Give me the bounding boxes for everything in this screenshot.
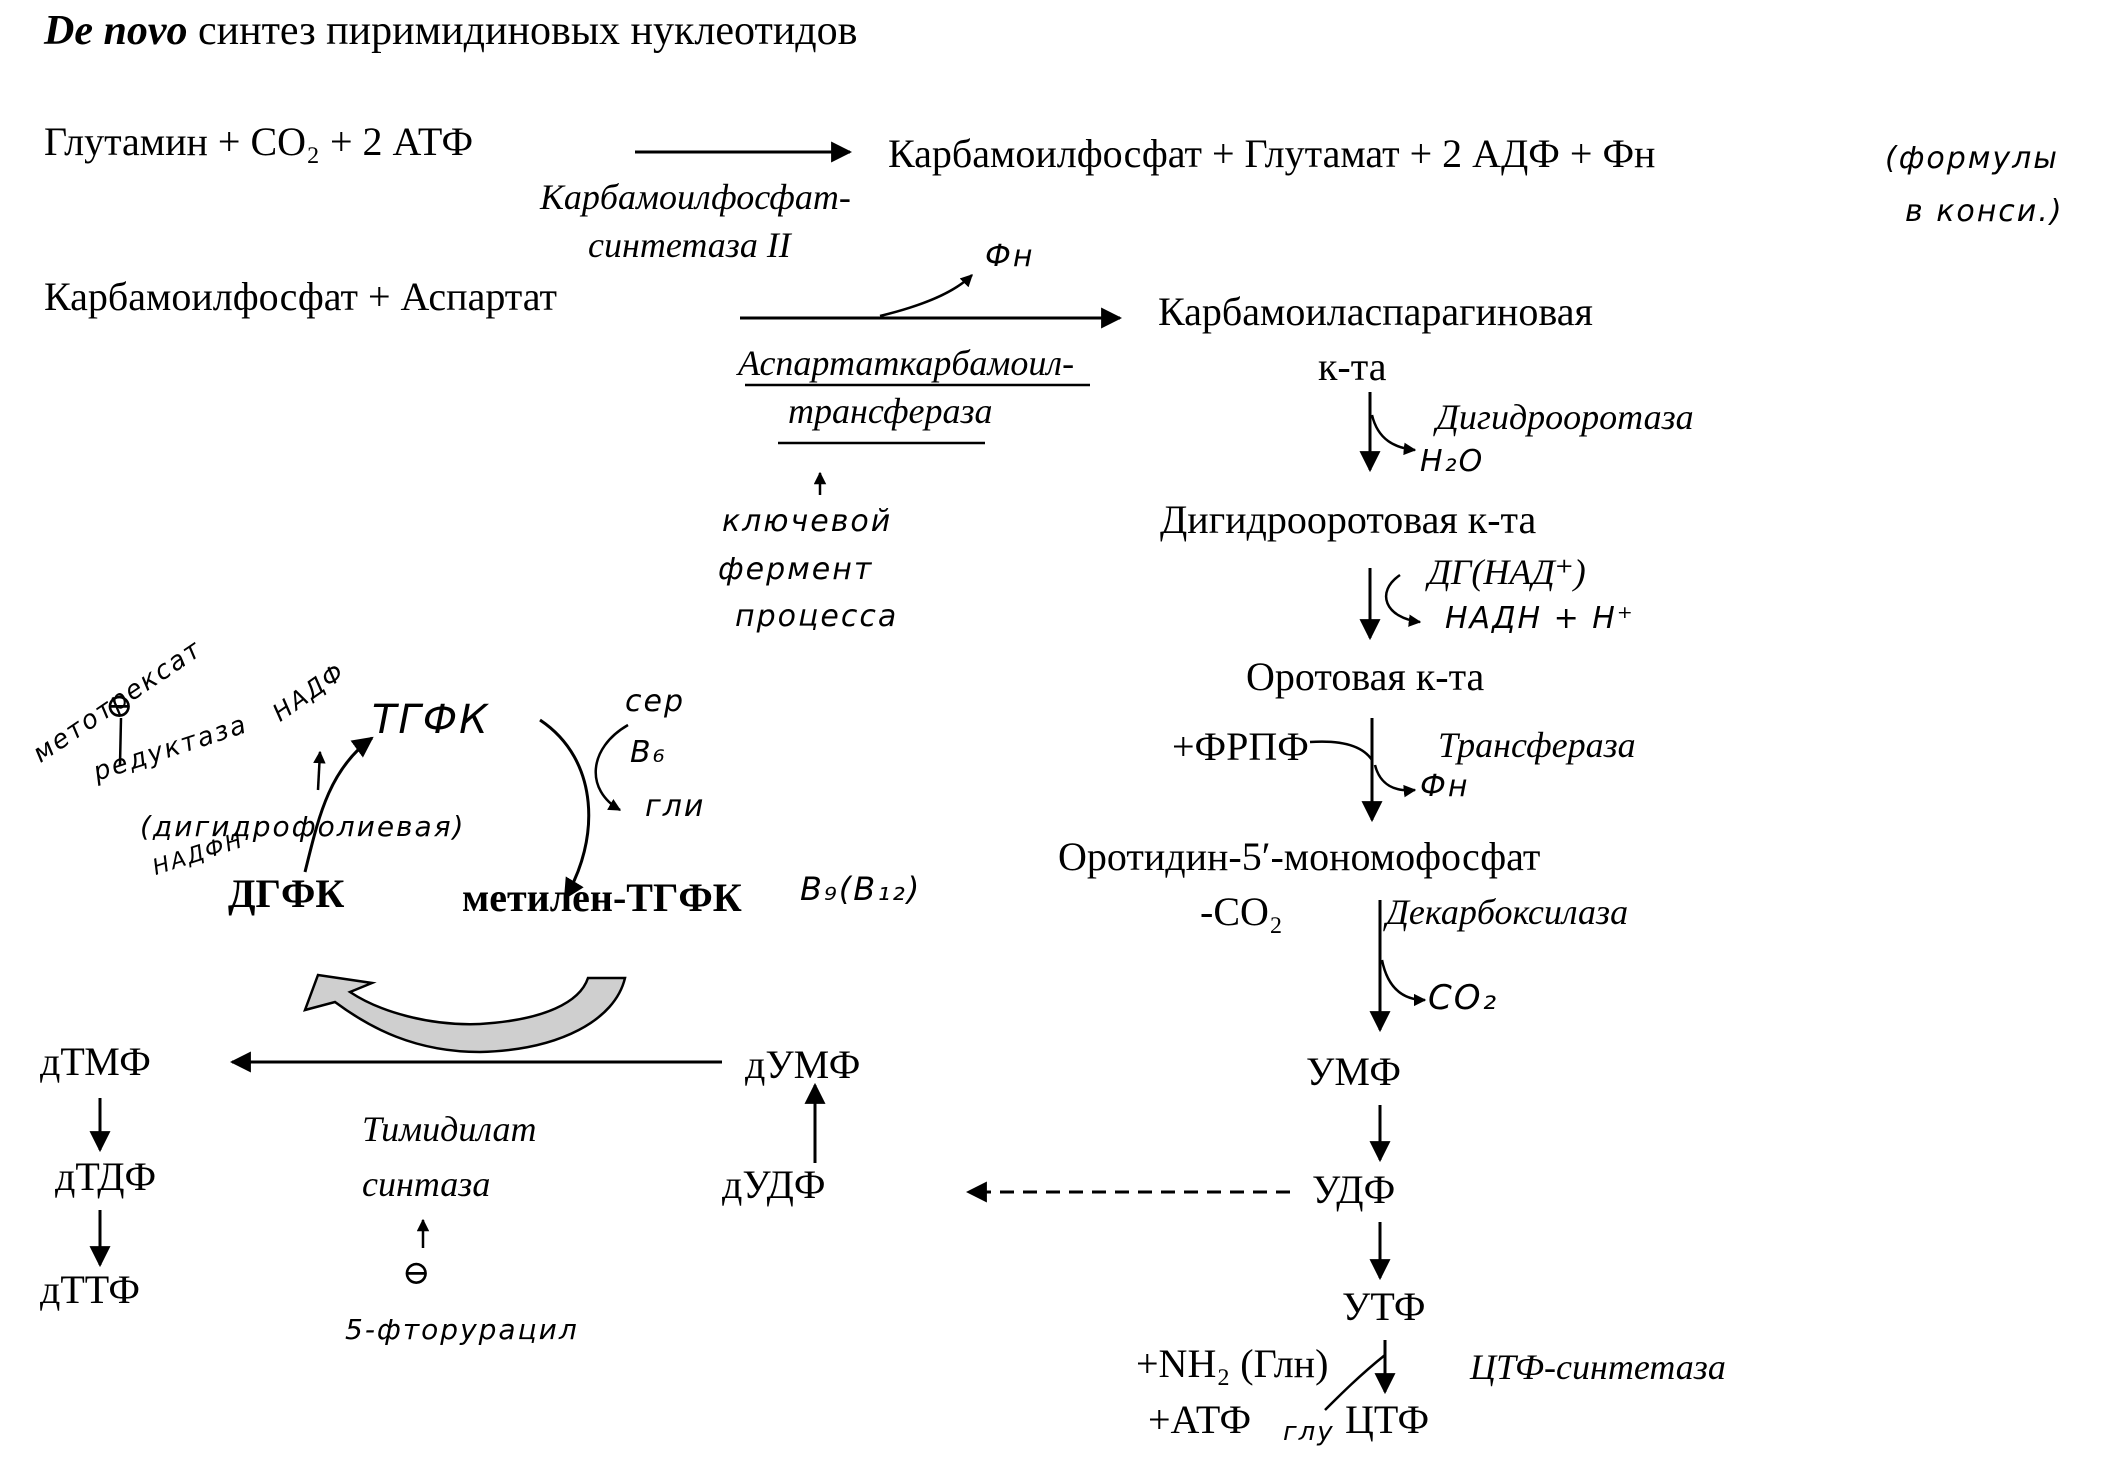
methylene-thf: метилен-ТГФК: [462, 875, 742, 920]
dtdp: дТДФ: [55, 1154, 157, 1199]
dhf: ДГФК: [228, 871, 345, 916]
reductase-type-label: (дигидрофолиевая): [140, 810, 466, 843]
thymidylate-synthase-line2: синтаза: [362, 1164, 491, 1204]
methotrexate-inhibit-sign: ⊖: [105, 688, 134, 725]
vitamin-b6: B₆: [630, 735, 667, 770]
water-release-arrow: [1370, 414, 1417, 456]
atp-substrate: +АТФ: [1148, 1397, 1252, 1442]
dttp: дТТФ: [40, 1267, 140, 1312]
dihydroorotic-acid: Дигидрооротовая к-та: [1160, 497, 1537, 542]
omp: Оротидин-5′-мономофосфат: [1058, 834, 1541, 879]
ser-gly-arrow: [594, 723, 629, 812]
phosphate-release-arrow: [879, 274, 973, 318]
thf: ТГФК: [372, 697, 490, 743]
formula-note-line2: в конси.): [1905, 194, 2064, 229]
key-enzyme-note-line1: ключевой: [722, 504, 893, 539]
thf-to-methylene-arrow: [539, 718, 591, 900]
dump: дУМФ: [745, 1042, 861, 1087]
formula-note-line1: (формулы: [1885, 141, 2059, 176]
ump: УМФ: [1306, 1049, 1401, 1094]
diagram-title: De novo синтез пиримидиновых нуклеотидов: [44, 8, 858, 54]
title-rest: синтез пиримидиновых нуклеотидов: [187, 8, 858, 54]
serine: сер: [625, 684, 685, 719]
decarboxylase-enzyme: Декарбоксилаза: [1386, 892, 1629, 932]
dihydroorotase-enzyme: Дигидрооротаза: [1436, 397, 1694, 437]
prpp-entry-arrow: [1309, 740, 1374, 761]
co2-release-arrow: [1380, 959, 1427, 1007]
carbamoylaspartate-line1: Карбамоиласпарагиновая: [1158, 289, 1593, 334]
methotrexate-pointer: [118, 717, 123, 766]
cps2-enzyme-line2: синтетаза II: [588, 225, 791, 265]
glycine: гли: [645, 789, 706, 824]
fluorouracil-inhibit-sign: ⊖: [402, 1255, 431, 1292]
dudp: дУДФ: [722, 1162, 826, 1207]
minus-co2-label: -CO₂: [1200, 889, 1283, 934]
phosphate-byproduct: Фн: [985, 239, 1035, 274]
reaction1-products: Карбамоилфосфат + Глутамат + 2 АДФ + Фн: [888, 131, 1656, 176]
carbamoylaspartate-line2: к-та: [1318, 344, 1387, 389]
nadh-byproduct: НАДН + H⁺: [1445, 601, 1635, 636]
reaction1-substrates: Глутамин + CO₂ + 2 АТФ: [44, 119, 474, 164]
vitamin-cofactor: B₉(B₁₂): [800, 870, 922, 908]
ppi-release-arrow: [1373, 764, 1417, 798]
key-enzyme-note-line2: фермент: [718, 552, 874, 587]
cps2-enzyme-line1: Карбамоилфосфат-: [540, 177, 851, 217]
thymidylate-synthase-line1: Тимидилат: [362, 1109, 537, 1149]
ctp: ЦТФ: [1345, 1397, 1430, 1442]
title-prefix: De novo: [44, 8, 188, 54]
fluorouracil-inhibitor: 5-фторурацил: [345, 1313, 579, 1346]
nadh-release-arrow: [1384, 573, 1422, 627]
utp: УТФ: [1342, 1284, 1426, 1329]
atcase-enzyme-line1: Аспартаткарбамоил-: [738, 343, 1075, 383]
water-byproduct: H₂O: [1420, 444, 1485, 479]
dehydrogenase-enzyme: ДГ(НАД⁺): [1428, 552, 1586, 592]
dtmp: дТМФ: [40, 1039, 151, 1084]
nadp-release-arrow: [313, 750, 326, 791]
nh2-glutamine-substrate: +NH₂ (Глн): [1136, 1341, 1329, 1386]
folate-coupling-arrow: [302, 973, 627, 1054]
ctp-synthetase-enzyme: ЦТФ-синтетаза: [1470, 1347, 1726, 1387]
ppi-byproduct: Фн: [1420, 769, 1470, 804]
orotic-acid: Оротовая к-та: [1246, 654, 1485, 699]
co2-byproduct: CO₂: [1428, 978, 1499, 1018]
dhf-to-thf-arrow: [303, 736, 374, 873]
key-enzyme-note-line3: процесса: [735, 599, 899, 634]
udp: УДФ: [1312, 1167, 1396, 1212]
reaction2-substrates: Карбамоилфосфат + Аспартат: [44, 274, 557, 319]
prpp-substrate: +ФРПФ: [1172, 724, 1309, 769]
glu-byproduct: глу: [1283, 1417, 1335, 1447]
transferase-enzyme: Трансфераза: [1438, 725, 1636, 765]
atcase-enzyme-line2: трансфераза: [788, 391, 993, 431]
glu-release-arrow: [1324, 1354, 1386, 1411]
